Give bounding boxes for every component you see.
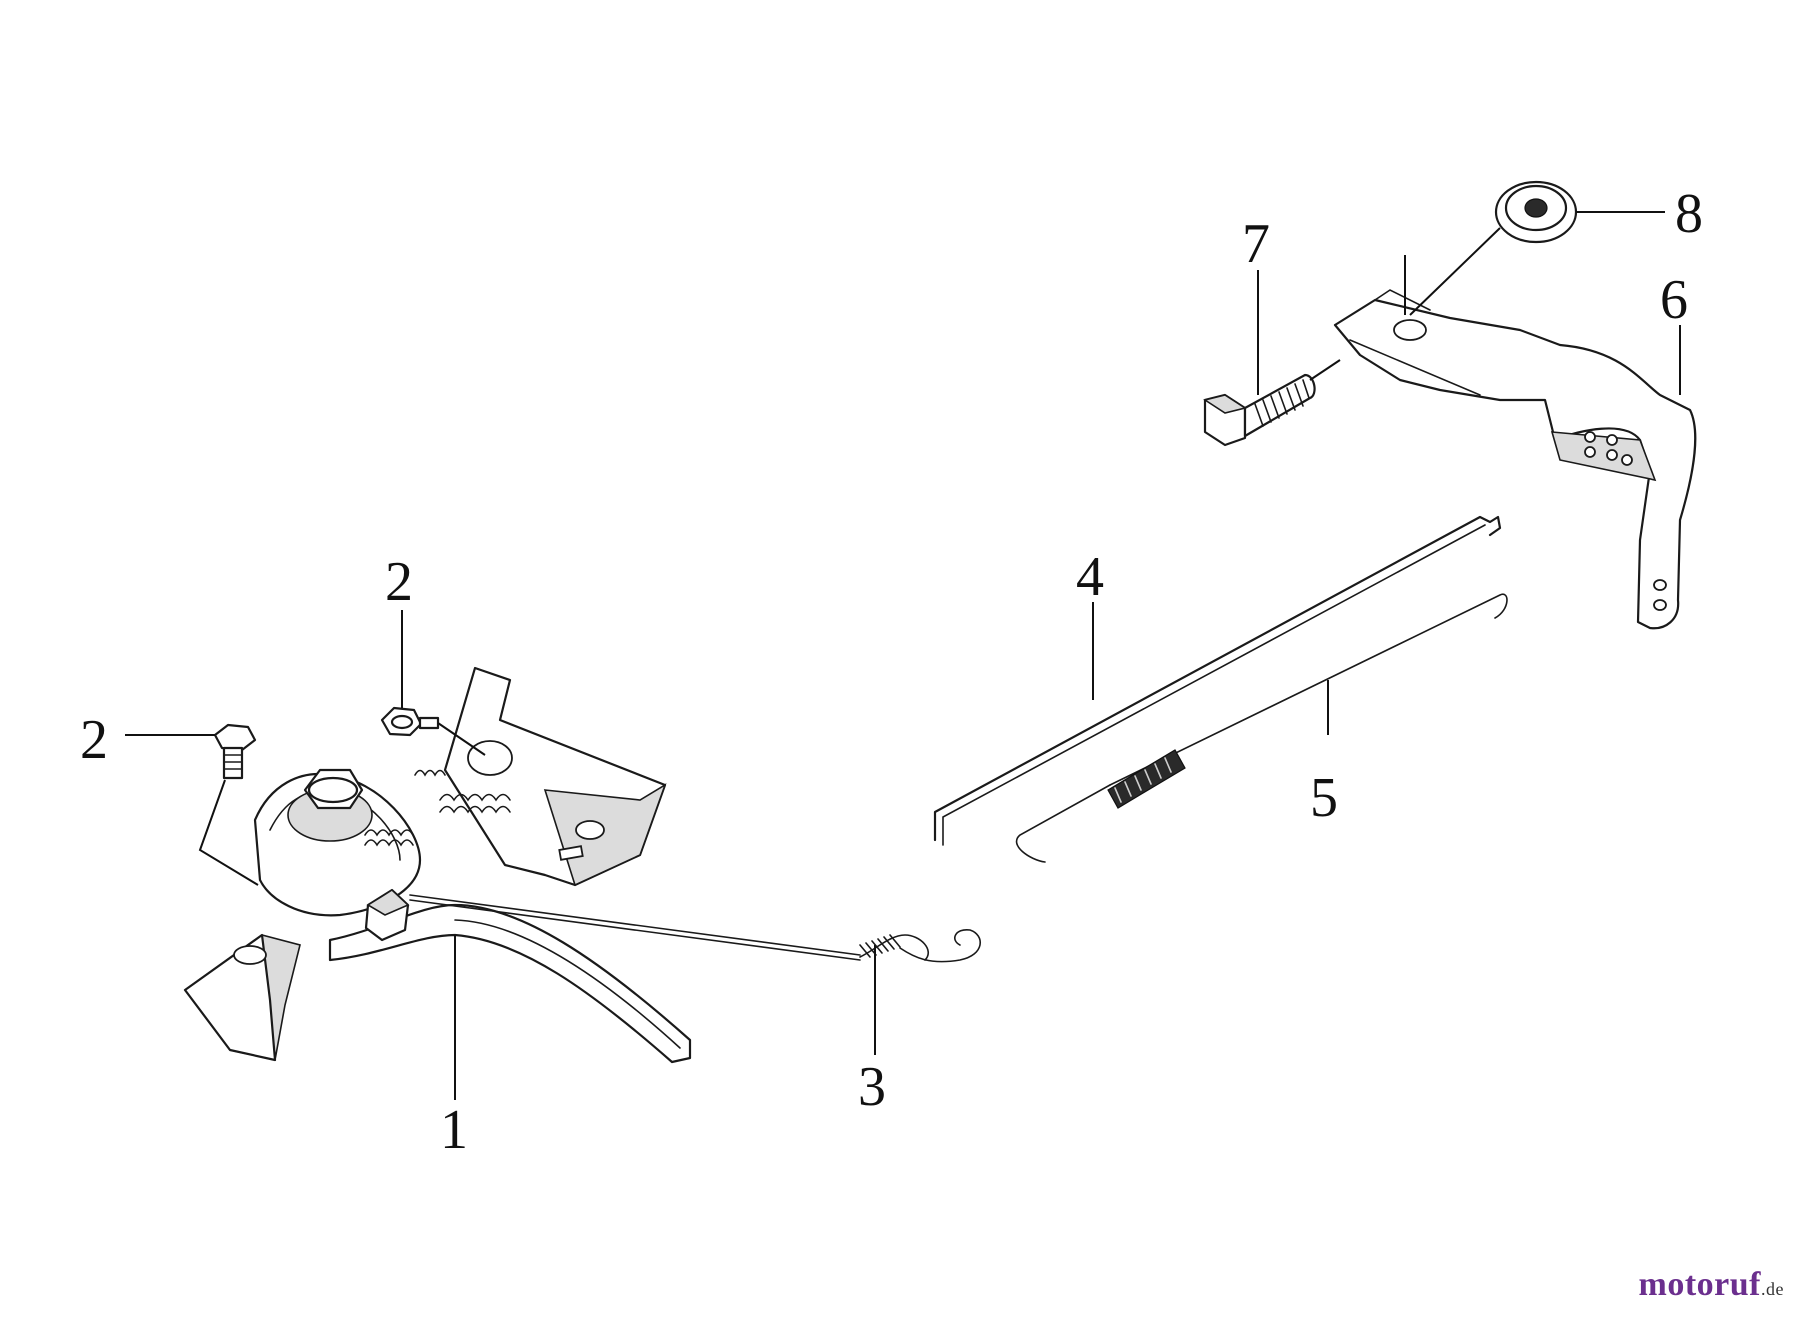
part-1-control-plate — [183, 666, 861, 1064]
part-2-bolt-left — [213, 723, 257, 780]
watermark-brand: motoruf — [1638, 1266, 1761, 1303]
part-5-spring-rod — [1015, 593, 1508, 863]
part-6-bracket — [1333, 289, 1697, 630]
part-2-bolt-upper — [380, 706, 440, 737]
callout-7: 7 — [1242, 213, 1270, 275]
part-3-spring — [859, 929, 981, 963]
callout-8: 8 — [1675, 183, 1703, 245]
callouts: 1 2 2 3 4 5 6 7 8 — [80, 183, 1703, 1161]
part-5-coil — [1107, 749, 1186, 809]
callout-4: 4 — [1076, 546, 1104, 608]
callout-2-left: 2 — [80, 709, 108, 771]
part-8-nut — [1494, 180, 1578, 244]
callout-3: 3 — [858, 1056, 886, 1118]
callout-2-upper: 2 — [385, 551, 413, 613]
watermark-logo: motoruf.de — [1639, 1266, 1784, 1304]
callout-1: 1 — [440, 1099, 468, 1161]
part-4-rod — [933, 515, 1502, 846]
watermark-tld: .de — [1761, 1279, 1784, 1299]
callout-5: 5 — [1310, 767, 1338, 829]
leader-lines — [125, 211, 1681, 1100]
callout-6: 6 — [1660, 269, 1688, 331]
center-springs — [364, 769, 511, 847]
part-7-bolt — [1203, 373, 1316, 447]
